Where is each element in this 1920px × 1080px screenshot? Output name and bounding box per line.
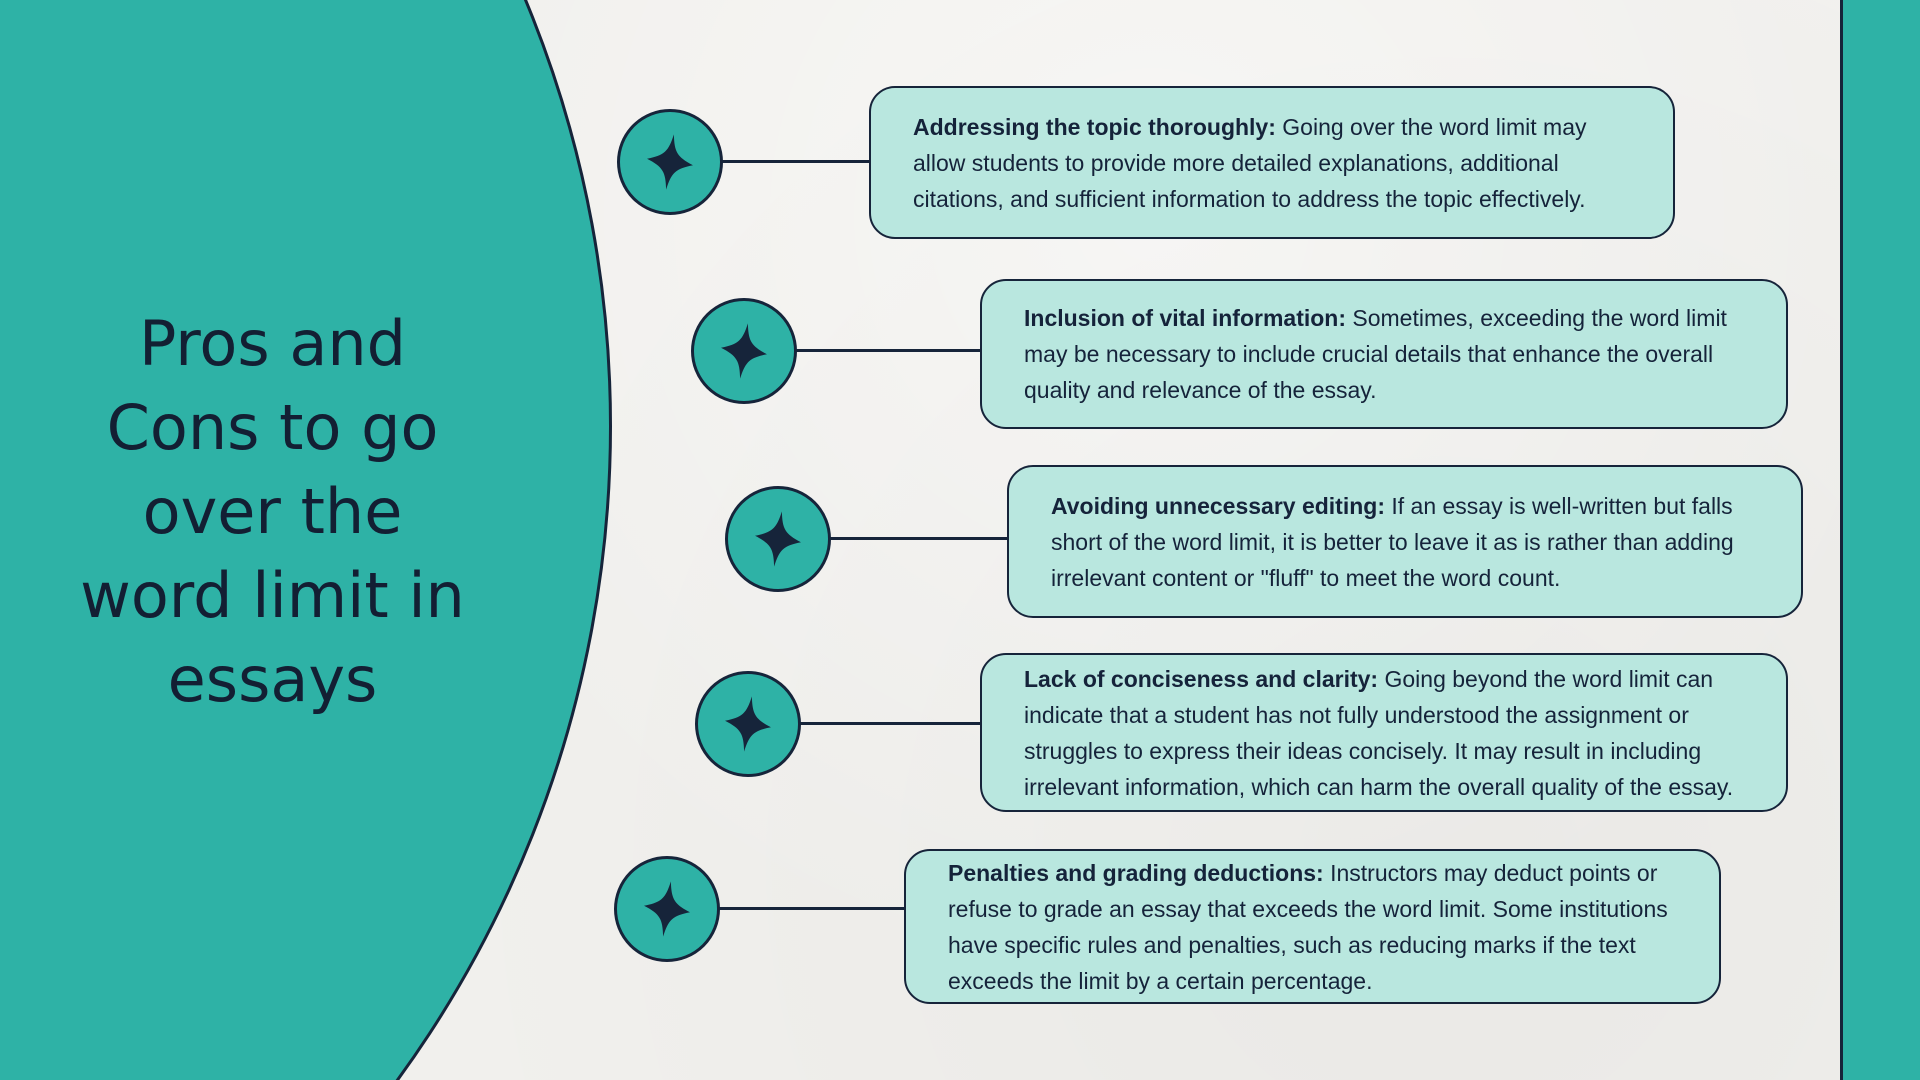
item-card: Penalties and grading deductions: Instru… xyxy=(904,849,1721,1004)
item-text: Inclusion of vital information: Sometime… xyxy=(1024,300,1744,408)
item-body: Sometimes, exceeding the word limit may … xyxy=(1024,305,1727,403)
item-text: Lack of conciseness and clarity: Going b… xyxy=(1024,661,1744,805)
bullet-circle xyxy=(617,109,723,215)
bullet-circle xyxy=(614,856,720,962)
title-line: essays xyxy=(167,643,378,716)
connector-line xyxy=(798,722,980,725)
item-text: Avoiding unnecessary editing: If an essa… xyxy=(1051,488,1759,596)
bullet-circle xyxy=(695,671,801,777)
sparkle-icon xyxy=(755,511,801,567)
item-body: Going over the word limit may allow stud… xyxy=(913,113,1587,212)
item-card: Avoiding unnecessary editing: If an essa… xyxy=(1007,465,1803,618)
title-line: Cons to go xyxy=(106,391,439,464)
title-line: Pros and xyxy=(138,307,406,380)
bullet-circle xyxy=(691,298,797,404)
right-accent-bar xyxy=(1840,0,1920,1080)
item-body: Instructors may deduct points or refuse … xyxy=(948,859,1668,994)
item-body: If an essay is well-written but falls sh… xyxy=(1051,492,1734,591)
connector-line xyxy=(828,537,1007,540)
title-line: over the xyxy=(142,475,403,548)
item-text: Penalties and grading deductions: Instru… xyxy=(948,855,1677,999)
connector-line xyxy=(794,349,980,352)
item-card: Addressing the topic thoroughly: Going o… xyxy=(869,86,1675,239)
item-body: Going beyond the word limit can indicate… xyxy=(1024,665,1734,800)
title-line: word limit in xyxy=(80,559,465,632)
sparkle-icon xyxy=(647,134,693,190)
item-heading: Inclusion of vital information: xyxy=(1024,305,1346,331)
sparkle-icon xyxy=(721,323,767,379)
item-heading: Avoiding unnecessary editing: xyxy=(1051,492,1385,519)
item-heading: Lack of conciseness and clarity: xyxy=(1024,665,1379,692)
item-card: Inclusion of vital information: Sometime… xyxy=(980,279,1788,429)
connector-line xyxy=(720,160,872,163)
sparkle-icon xyxy=(725,696,771,752)
bullet-circle xyxy=(725,486,831,592)
connector-line xyxy=(717,907,904,910)
item-card: Lack of conciseness and clarity: Going b… xyxy=(980,653,1788,812)
item-heading: Penalties and grading deductions: xyxy=(948,859,1324,886)
item-heading: Addressing the topic thoroughly: xyxy=(913,113,1276,140)
item-text: Addressing the topic thoroughly: Going o… xyxy=(913,109,1631,217)
page-title: Pros and Cons to go over the word limit … xyxy=(0,302,545,722)
sparkle-icon xyxy=(644,881,690,937)
